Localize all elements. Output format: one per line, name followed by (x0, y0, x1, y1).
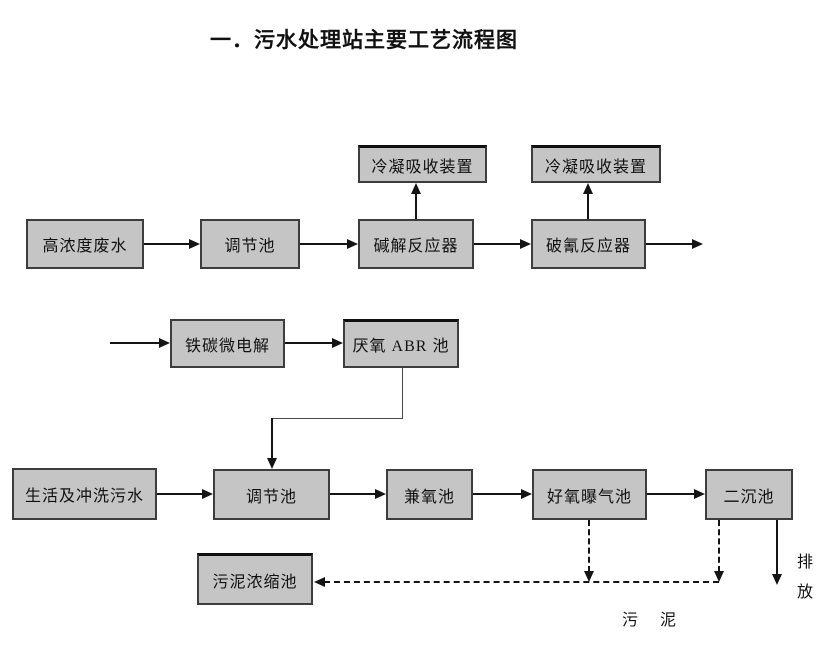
arrowhead-right-icon (375, 489, 386, 499)
arrow-alkaline-to-condenser1 (415, 192, 417, 219)
arrowhead-right-icon (694, 489, 705, 499)
flow-node-cyanide-breaking-reactor: 破氰反应器 (531, 219, 646, 269)
flow-node-secondary-sedimentation-pool: 二沉池 (705, 469, 793, 520)
arrowhead-down-icon (584, 571, 594, 582)
flow-node-alkaline-hydrolysis-reactor: 碱解反应器 (358, 219, 474, 269)
arrow-domestic-to-regulating2 (157, 493, 204, 495)
arrowhead-right-icon (520, 239, 531, 249)
arrowhead-down-icon (714, 571, 724, 582)
flow-node-iron-carbon-micro-electrolysis: 铁碳微电解 (170, 319, 285, 368)
arrow-regulating2-to-facultative (330, 493, 377, 495)
arrow-ironcarbon-to-abr (285, 342, 336, 344)
flow-node-domestic-flushing-sewage: 生活及冲洗污水 (12, 468, 157, 520)
connector-abr-drop (402, 368, 403, 418)
dashed-arrow-secondary-sludge (718, 520, 720, 572)
flow-node-high-concentration-wastewater: 高浓度废水 (26, 219, 144, 269)
arrowhead-right-icon (692, 239, 703, 249)
arrowhead-right-icon (159, 338, 170, 348)
arrow-inlet-to-ironcarbon (110, 342, 163, 344)
flow-node-aerobic-aeration-pool: 好氧曝气池 (532, 469, 647, 520)
flow-node-sludge-thickening-pool: 污泥浓缩池 (197, 553, 313, 605)
dashed-line-sludge-return (324, 581, 719, 583)
arrowhead-down-icon (772, 574, 782, 585)
arrowhead-down-icon (267, 458, 277, 469)
connector-abr-elbow (272, 418, 403, 419)
flow-node-anaerobic-abr-pool: 厌氧 ABR 池 (343, 319, 459, 368)
flow-node-regulating-pool-2: 调节池 (213, 469, 330, 520)
arrowhead-right-icon (332, 338, 343, 348)
arrow-abr-to-regulating2 (271, 418, 273, 459)
arrowhead-up-icon (583, 183, 593, 194)
arrow-alkaline-to-cyanide (474, 243, 522, 245)
arrowhead-right-icon (521, 489, 532, 499)
arrowhead-left-icon (314, 577, 325, 587)
arrow-highconc-to-regulating1 (144, 243, 191, 245)
arrowhead-right-icon (202, 489, 213, 499)
page-title: 一．污水处理站主要工艺流程图 (210, 29, 518, 52)
arrow-cyanide-outlet (646, 243, 694, 245)
arrow-regulating1-to-alkaline (300, 243, 349, 245)
dashed-arrow-aerobic-sludge (588, 520, 590, 572)
flow-node-regulating-pool-1: 调节池 (200, 219, 300, 269)
label-sludge: 污 泥 (622, 612, 686, 629)
arrowhead-up-icon (411, 183, 421, 194)
arrowhead-right-icon (189, 239, 200, 249)
flow-node-facultative-pool: 兼氧池 (386, 469, 473, 520)
arrow-secondary-discharge (776, 520, 778, 575)
flow-node-condenser-1: 冷凝吸收装置 (358, 145, 487, 183)
arrow-cyanide-to-condenser2 (587, 192, 589, 219)
arrowhead-right-icon (347, 239, 358, 249)
flow-node-condenser-2: 冷凝吸收装置 (531, 145, 661, 183)
arrow-aerobic-to-secondary (647, 493, 696, 495)
arrow-facultative-to-aerobic (473, 493, 523, 495)
label-discharge: 排放 (797, 554, 814, 601)
